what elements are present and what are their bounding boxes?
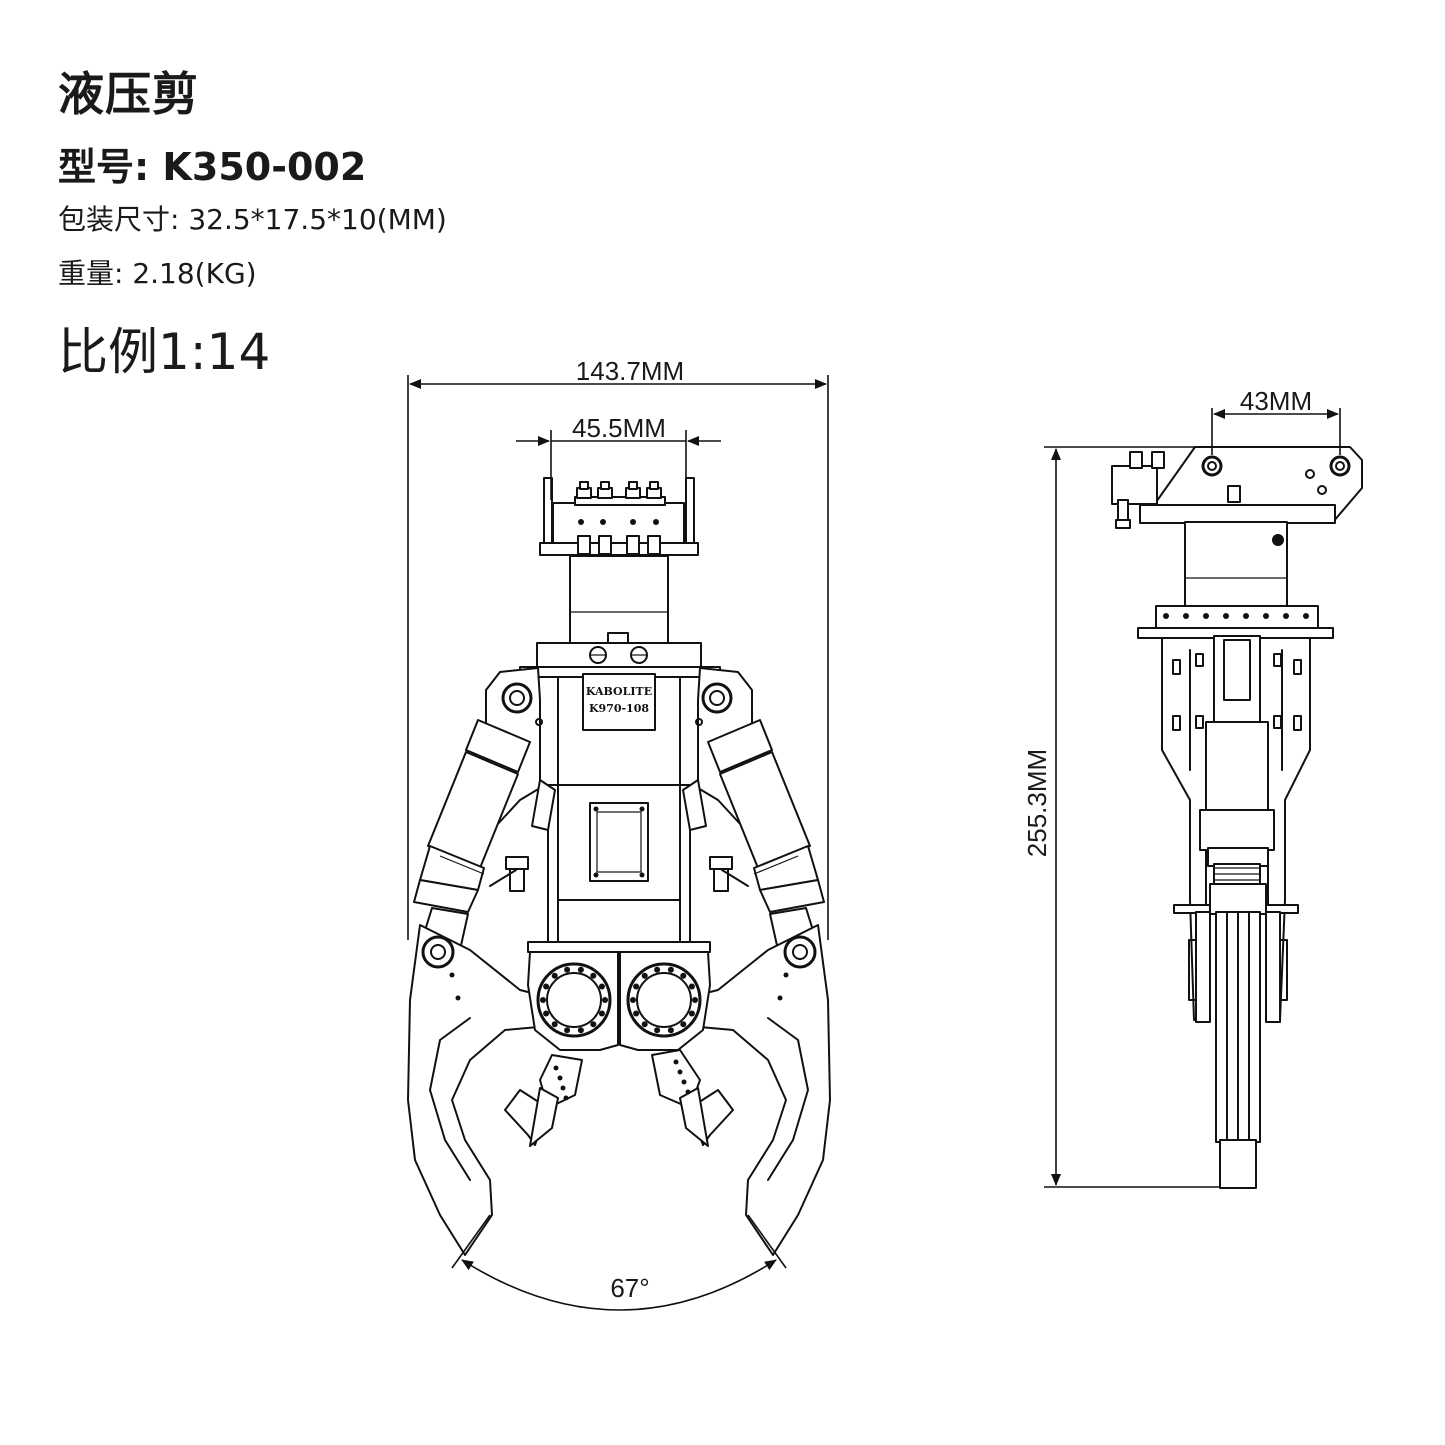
dim-side-mount-width: 43MM	[1211, 386, 1341, 455]
front-gear-housings	[527, 951, 711, 1051]
dim-mount-width-label: 45.5MM	[572, 413, 666, 443]
bolt-icon	[543, 1010, 550, 1017]
dim-mount-width: 45.5MM	[516, 413, 721, 500]
bolt-icon	[1243, 613, 1249, 619]
dim-overall-height: 255.3MM	[1022, 446, 1220, 1188]
dim-overall-width: 143.7MM	[407, 356, 829, 940]
page-title: 液压剪	[58, 67, 199, 121]
front-upper-plate	[519, 642, 721, 678]
bolt-icon	[630, 997, 636, 1003]
bolt-icon	[577, 966, 584, 973]
bolt-icon	[598, 983, 605, 990]
side-mount-bracket	[1111, 446, 1363, 529]
front-mount-bracket	[539, 477, 699, 646]
bolt-icon	[1203, 613, 1209, 619]
bolt-icon	[1183, 613, 1189, 619]
scale-ratio: 比例1:14	[58, 323, 271, 381]
bolt-icon	[654, 1027, 661, 1034]
bolt-icon	[667, 1027, 674, 1034]
bolt-icon	[654, 966, 661, 973]
bolt-icon	[688, 983, 695, 990]
front-nameplate	[582, 673, 656, 731]
bolt-icon	[590, 1021, 597, 1028]
side-cylinder	[1199, 635, 1275, 885]
model-number: 型号: K350-002	[58, 145, 367, 189]
front-right-cylinder	[682, 719, 825, 951]
bolt-icon	[1303, 613, 1309, 619]
nameplate-brand: KABOLITE	[586, 685, 652, 698]
front-right-arm	[682, 667, 825, 951]
bolt-icon	[590, 972, 597, 979]
bolt-icon	[680, 972, 687, 979]
nameplate-model: K970-108	[589, 702, 649, 715]
bolt-icon	[1263, 613, 1269, 619]
bolt-icon	[692, 997, 698, 1003]
weight: 重量: 2.18(KG)	[58, 257, 257, 290]
left-gear-icon	[536, 962, 612, 1038]
bolt-icon	[641, 972, 648, 979]
dim-jaw-angle-label: 67°	[610, 1273, 649, 1303]
bolt-icon	[667, 966, 674, 973]
side-rotator	[1137, 521, 1334, 639]
bolt-icon	[540, 997, 546, 1003]
side-hydraulic-fittings	[1111, 451, 1165, 529]
bolt-icon	[551, 972, 558, 979]
bolt-icon	[551, 1021, 558, 1028]
front-left-arm	[413, 667, 556, 951]
bolt-icon	[688, 1010, 695, 1017]
bolt-icon	[633, 983, 640, 990]
side-view: 43MM 255.3MM	[1022, 386, 1363, 1189]
front-right-jaw	[651, 924, 831, 1256]
package-size: 包装尺寸: 32.5*17.5*10(MM)	[58, 203, 447, 236]
dim-jaw-angle: 67°	[451, 1214, 787, 1311]
side-jaw	[1188, 883, 1288, 1189]
bolt-icon	[598, 1010, 605, 1017]
bolt-icon	[602, 997, 608, 1003]
inspection-cover	[589, 802, 649, 882]
bolt-icon	[1163, 613, 1169, 619]
front-hydraulic-fittings	[576, 481, 662, 565]
front-view: KABOLITE K970-108	[407, 356, 831, 1311]
bolt-icon	[564, 966, 571, 973]
front-main-body: KABOLITE K970-108	[519, 673, 721, 953]
right-gear-icon	[626, 962, 702, 1038]
dim-side-mount-width-label: 43MM	[1240, 386, 1312, 416]
bolt-icon	[564, 1027, 571, 1034]
bolt-icon	[543, 983, 550, 990]
bolt-icon	[577, 1027, 584, 1034]
bolt-icon	[680, 1021, 687, 1028]
bolt-icon	[633, 1010, 640, 1017]
dim-overall-width-label: 143.7MM	[576, 356, 684, 386]
dim-overall-height-label: 255.3MM	[1022, 749, 1052, 857]
bolt-icon	[1223, 613, 1229, 619]
bolt-icon	[1283, 613, 1289, 619]
bolt-icon	[641, 1021, 648, 1028]
